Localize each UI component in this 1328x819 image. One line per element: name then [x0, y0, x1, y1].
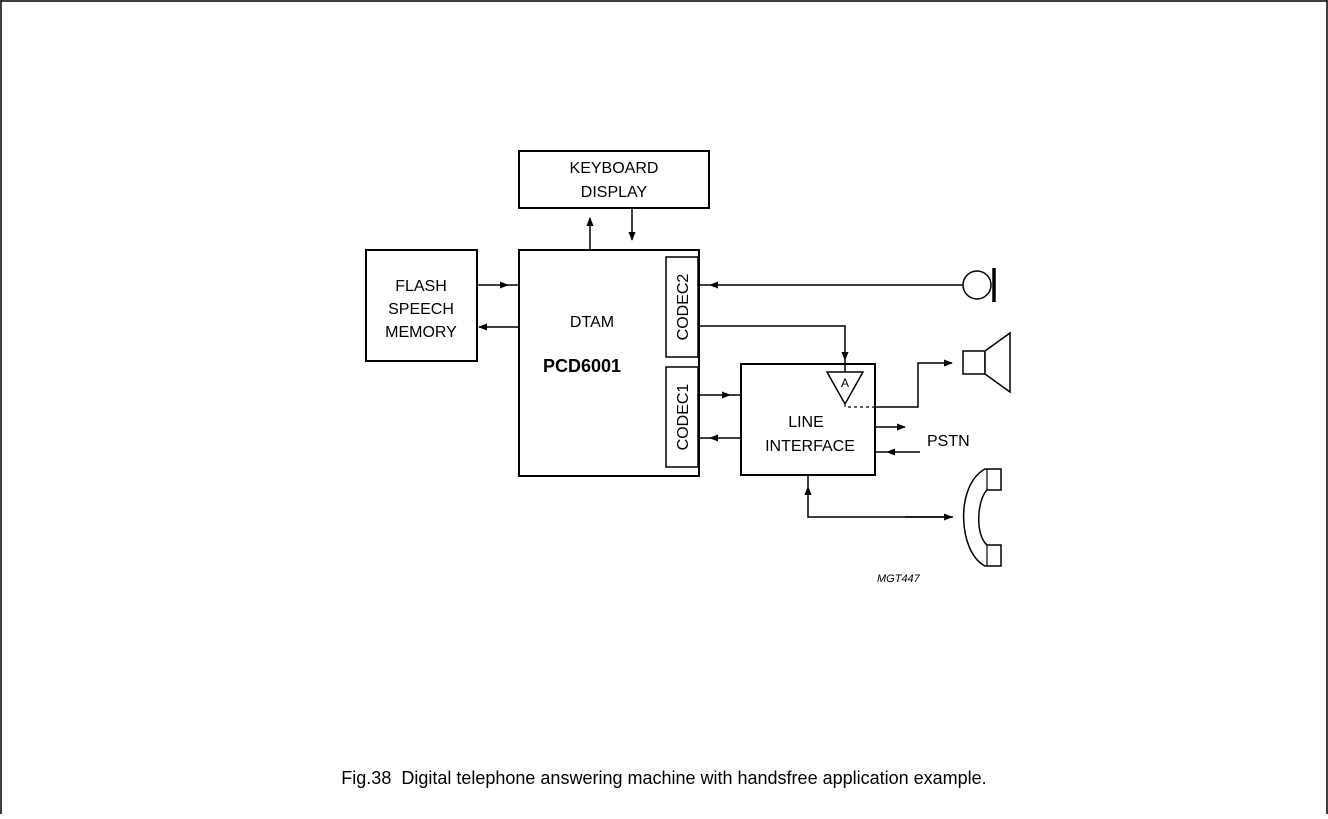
flash-memory-line2: SPEECH — [388, 301, 454, 318]
figure-code: MGT447 — [877, 573, 921, 585]
pcd6001-label: PCD6001 — [543, 356, 621, 376]
microphone-icon — [962, 268, 996, 302]
keyboard-display-block: KEYBOARD DISPLAY — [518, 150, 710, 209]
dtam-label: DTAM — [570, 314, 614, 331]
keyboard-display-line2: DISPLAY — [581, 184, 648, 201]
line-interface-line2: INTERFACE — [765, 438, 855, 455]
codec1-label: CODEC1 — [675, 384, 692, 451]
codec2-block: CODEC2 — [665, 256, 699, 358]
amplifier-to-speaker-arrow — [875, 359, 953, 408]
flash-memory-line3: MEMORY — [385, 324, 457, 341]
figure-caption: Fig.38 Digital telephone answering machi… — [341, 768, 986, 788]
codec1-block: CODEC1 — [665, 366, 699, 468]
handset-icon — [962, 468, 1002, 567]
line-interface-line1: LINE — [788, 414, 824, 431]
loudspeaker-icon — [962, 331, 1011, 394]
codec2-to-amplifier-arrow — [698, 325, 849, 361]
amplifier-label: A — [841, 376, 849, 390]
handset-to-line-arrow — [804, 486, 953, 518]
flash-memory-line1: FLASH — [395, 278, 447, 295]
pstn-label: PSTN — [927, 433, 970, 450]
codec2-label: CODEC2 — [675, 274, 692, 341]
keyboard-display-line1: KEYBOARD — [570, 160, 659, 177]
flash-speech-memory-block: FLASH SPEECH MEMORY — [365, 249, 478, 362]
